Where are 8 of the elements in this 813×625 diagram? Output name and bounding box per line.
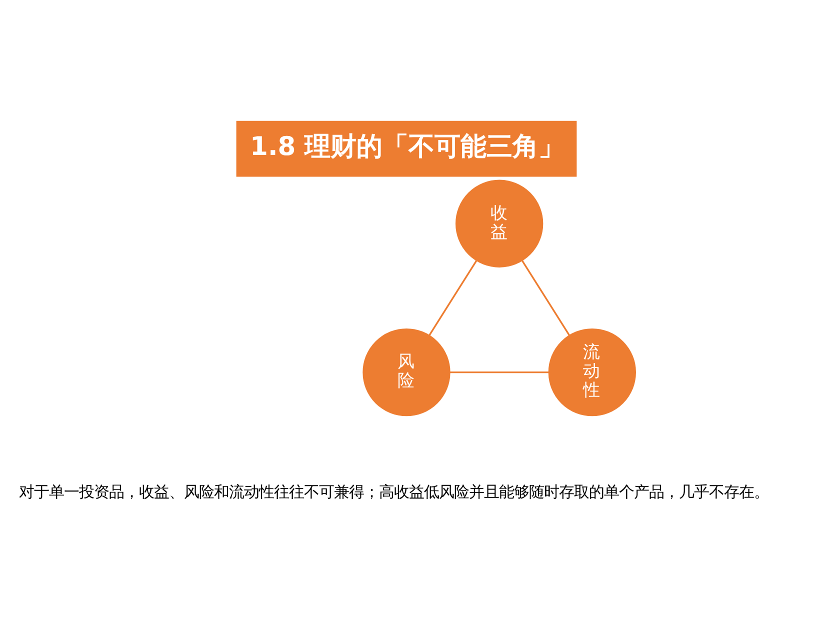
connector (428, 260, 478, 336)
connector (522, 260, 570, 336)
caption: 对于单一投资品，收益、风险和流动性往往不可兼得；高收益低风险并且能够随时存取的单个产品，几乎不存在。 (19, 482, 770, 500)
connector (450, 370, 549, 373)
diagram-title: 1.8 理财的「不可能三角」 (250, 131, 565, 162)
node-circle: 收益 (456, 179, 544, 267)
node-circle: 风险 (362, 328, 450, 416)
node-circle: 流动性 (548, 328, 636, 416)
